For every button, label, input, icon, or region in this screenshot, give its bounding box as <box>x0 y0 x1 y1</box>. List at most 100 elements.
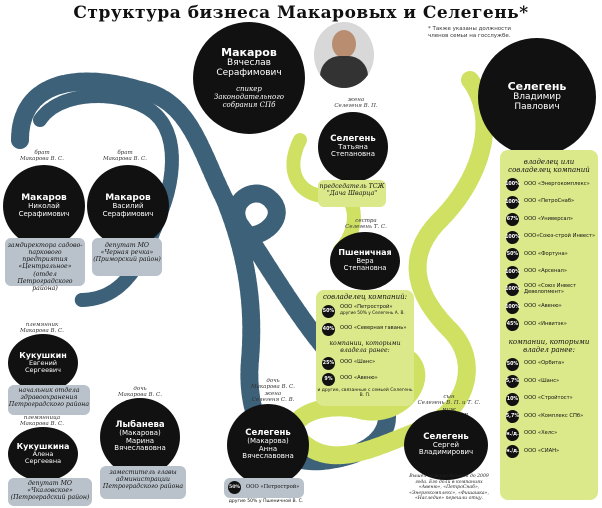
first-name: Алена <box>32 450 54 459</box>
tag-relation: дочь <box>266 378 280 384</box>
patronymic: Серафимович <box>102 209 154 218</box>
makarov-ns-role-box: замдиректора садово-паркового предприяти… <box>5 238 85 292</box>
company-row: 40%ООО «Северная гавань» <box>322 320 414 338</box>
kukushkina-tag: племянница Макарова В. С. <box>12 415 72 428</box>
makarov-vser-role-box: депутат МО «Черная речка» (Приморский ра… <box>92 238 162 276</box>
patronymic-2: Вячеславовна <box>114 444 166 453</box>
company-row: 10%ООО «Стройтост» <box>506 391 598 409</box>
company-name: ООО «Комплекс СПб» <box>524 412 584 420</box>
role-district: (отдел Петроградского района) <box>17 270 73 292</box>
tag-relative: Макарова В. С. <box>19 156 65 163</box>
panel-title: владелец или совладелец компаний <box>508 158 590 174</box>
first-name: Николай <box>28 202 60 211</box>
company-name: ООО «Инвитэк» <box>524 321 567 328</box>
share-badge: 5,7% <box>506 410 519 424</box>
share-badge: 9% <box>322 372 335 386</box>
role: председатель ТСЖ "Дача Шварца" <box>319 183 385 198</box>
company-name-text: ООО «ПетроСнаб» <box>524 198 575 205</box>
role: депутат МО «Чкаловское» <box>27 480 73 495</box>
share-badge: 100% <box>505 265 520 279</box>
surname: Селегень <box>330 133 376 144</box>
patronymic: Степановна <box>331 150 375 159</box>
patronymic: Владимирович <box>418 448 474 457</box>
tag-relation: племянник <box>25 322 59 328</box>
company-name: ООО «Универсал» <box>524 216 573 223</box>
company-row: 100%ООО «ПетроСнаб» <box>505 194 598 212</box>
company-row: 100% ООО«Союз-строй Инвест» <box>505 229 598 247</box>
first-name: Владимир <box>513 91 561 102</box>
tag-relation: брат <box>34 150 50 156</box>
company-name-text: ООО «Петрострой» <box>340 304 393 311</box>
share-badge: 100% <box>505 283 520 297</box>
surname: Лыбанева <box>115 420 165 430</box>
surname: Пшеничная <box>338 248 392 258</box>
role: депутат МО «Черная речка» <box>100 242 154 257</box>
company-row: 25%ООО «Шанс» <box>322 355 414 371</box>
company-name-text: ООО «Союз Инвест Девелопмент» <box>524 282 577 295</box>
role: заместитель главы администрации Петрогра… <box>102 469 184 491</box>
company-name: ООО«Союз-строй Инвест» <box>524 234 595 240</box>
share-badge: н./д. <box>506 427 519 441</box>
first-name: (Макарова) <box>247 436 289 445</box>
surname: Кукушкина <box>16 441 70 451</box>
panel-title: совладелец компаний: <box>323 293 407 301</box>
stake-company: ООО «Петрострой» <box>246 483 300 490</box>
selegen-ts-role-box: председатель ТСЖ "Дача Шварца" <box>318 180 386 207</box>
tag-relative: Макарова В. С. <box>117 392 163 399</box>
company-name: ООО «Шанс» <box>524 377 560 385</box>
role-district: (Приморский район) <box>93 256 161 264</box>
share-badge: 100% <box>505 300 520 314</box>
tag-relation-2: муж <box>414 407 484 413</box>
company-name-text: ООО «Шанс» <box>340 359 376 366</box>
company-name-text: ООО «Авеню» <box>524 303 562 310</box>
footnote: * Также указаны должности членов семьи н… <box>428 26 511 39</box>
tag-relation: брат <box>117 150 133 156</box>
company-row: 45% ООО «Инвитэк» <box>506 316 598 334</box>
share-badge: 100% <box>505 230 520 244</box>
company-name: ООО «Северная гавань» <box>340 325 407 332</box>
share-badge: 45% <box>506 318 519 332</box>
share-badge: 100% <box>505 178 520 192</box>
pshenichnaya-circle: Пшеничная Вера Степановна <box>330 232 400 290</box>
company-name: ООО «ПетроСнаб» <box>524 199 574 205</box>
share-badge: 50% <box>506 248 519 262</box>
makarov-photo <box>314 22 374 88</box>
company-row: 9%ООО «Авеню» <box>322 371 414 387</box>
patronymic-2: Вячеславовна <box>242 452 294 461</box>
company-name-text: ООО «Шанс» <box>524 377 560 384</box>
company-row: 67%ООО «Универсал» <box>506 211 598 229</box>
company-name-text: ООО «Северная гавань» <box>340 325 407 332</box>
share-badge: н./д. <box>506 445 519 459</box>
panel-former-title: компании, которыми владела ранее: <box>329 340 401 354</box>
tag-relative: Селегень В. П. и Т. С. <box>417 400 481 407</box>
kukushkina-circle: Кукушкина Алена Сергеевна <box>8 427 78 481</box>
kukushkin-circle: Кукушкин Евгений Сергеевич <box>8 334 78 392</box>
tag-relation: сын <box>443 394 455 400</box>
tag-relative: Селегень Т. С. <box>345 224 387 231</box>
patronymic: Степановна <box>343 264 387 273</box>
panel-footer: и другие, связанные с семьей Селегень В.… <box>317 388 413 398</box>
company-name: ООО «Авеню» <box>524 304 562 310</box>
company-name-text: ООО«Союз-строй Инвест» <box>524 233 596 240</box>
company-name-text: ООО «Комплекс СПб» <box>524 412 584 419</box>
surname: Макаров <box>21 192 67 203</box>
makarov-ns-tag: брат Макарова В. С. <box>12 150 72 163</box>
first-name: (Макарова) <box>119 428 161 437</box>
first-name: Вера <box>356 256 374 265</box>
tag-relative: Макарова В. С. <box>19 328 65 335</box>
company-row: 50%ООО «Петрострой»другие 50% у Селегень… <box>322 302 414 320</box>
tag-relative: Макарова В. С. <box>102 156 148 163</box>
patronymic: Сергеевна <box>24 457 62 466</box>
company-name: ООО «Орбита» <box>524 361 564 367</box>
stake-note: другие 50% у Пшеничной В. С. <box>228 499 304 504</box>
surname: Селегень <box>245 428 291 438</box>
tag-relative: Макарова В. С. <box>250 384 296 391</box>
lybaneva-tag: дочь Макарова В. С. <box>110 386 170 399</box>
company-name: ООО «Хелс» <box>524 431 557 437</box>
company-row: 100% ООО «Авеню» <box>505 299 598 317</box>
makarov-vs-surname: Макаров <box>221 46 277 60</box>
company-row: 50%ООО «Фортуна» <box>506 246 598 264</box>
role: замдиректора садово-паркового предприяти… <box>7 242 83 271</box>
share-badge: 50% <box>322 304 335 318</box>
company-name-text: ООО «Энергокомплекс» <box>524 180 590 187</box>
